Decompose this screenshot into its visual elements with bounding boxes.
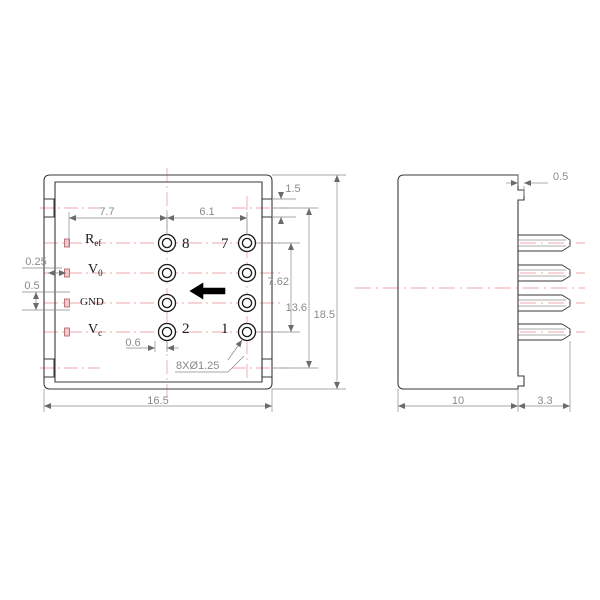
hole-inner-7 (241, 237, 253, 249)
side-view-pins (517, 234, 571, 341)
signal-label-vc: Vc (88, 322, 102, 338)
front-view-contact-pads (64, 238, 70, 337)
dim-text-1-5: 1.5 (285, 183, 300, 195)
dim-text-0-5: 0.5 (24, 280, 39, 292)
body-outer-outline (43, 174, 273, 390)
pin-number-1: 1 (221, 321, 229, 337)
note-text-hole-spec: 8XØ1.25 (176, 360, 219, 372)
side-pin-3 (517, 294, 571, 312)
front-view-signal-labels: Ref V0 GND Vc (80, 232, 104, 338)
hole-inner-8 (161, 237, 173, 249)
orientation-arrow-icon (189, 282, 226, 300)
pad-vc (64, 327, 70, 337)
arrow-left-glyph (189, 282, 226, 300)
tab-left-bottom (44, 358, 55, 378)
front-view-centerlines (40, 168, 290, 398)
hole-inner-2 (161, 326, 173, 338)
side-pin-4 (517, 323, 571, 341)
side-pin-1 (517, 234, 571, 252)
dim-text-13-6: 13.6 (286, 302, 307, 314)
pin-number-8: 8 (182, 236, 190, 252)
pin-number-7: 7 (221, 236, 229, 252)
pad-ref (64, 238, 70, 248)
dim-text-0-6: 0.6 (125, 337, 140, 349)
body-inner-outline (54, 181, 263, 383)
tab-right-bottom (261, 358, 272, 378)
front-view-body (43, 174, 273, 390)
dim-text-6-1: 6.1 (199, 206, 214, 218)
hole-inner-1 (241, 326, 253, 338)
hole-inner-col2-r3 (241, 297, 253, 309)
front-view-dimension-lines (22, 174, 346, 412)
hole-inner-col1-r2 (161, 267, 173, 279)
dim-text-0-25: 0.25 (25, 256, 46, 268)
pad-gnd (64, 298, 70, 308)
dim-text-18-5: 18.5 (314, 309, 335, 321)
dim-text-10: 10 (452, 395, 464, 407)
dim-text-3-3: 3.3 (537, 395, 552, 407)
signal-label-v0: V0 (88, 262, 103, 278)
front-view-pin-holes (157, 233, 257, 342)
side-view-centerlines (355, 242, 585, 333)
dim-text-0-5-side: 0.5 (553, 171, 568, 183)
tab-left-top (44, 198, 55, 218)
leader-line-hole-spec (227, 339, 243, 361)
dim-text-7-7: 7.7 (99, 206, 114, 218)
tab-right-top (261, 198, 272, 218)
side-body-outline (397, 174, 525, 390)
dim-text-16-5: 16.5 (147, 395, 168, 407)
side-pin-2 (517, 264, 571, 282)
leader-tail-hole-spec (227, 355, 245, 373)
front-view-mounting-tabs (44, 198, 272, 378)
signal-label-ref: Ref (85, 232, 101, 248)
side-view-body (397, 174, 525, 390)
hole-inner-col1-r3 (161, 297, 173, 309)
pin-number-2: 2 (182, 321, 190, 337)
dim-text-7-62: 7.62 (268, 276, 289, 288)
side-view-dimension-lines (397, 175, 571, 412)
hole-inner-col2-r2 (241, 267, 253, 279)
signal-label-gnd: GND (80, 296, 104, 308)
